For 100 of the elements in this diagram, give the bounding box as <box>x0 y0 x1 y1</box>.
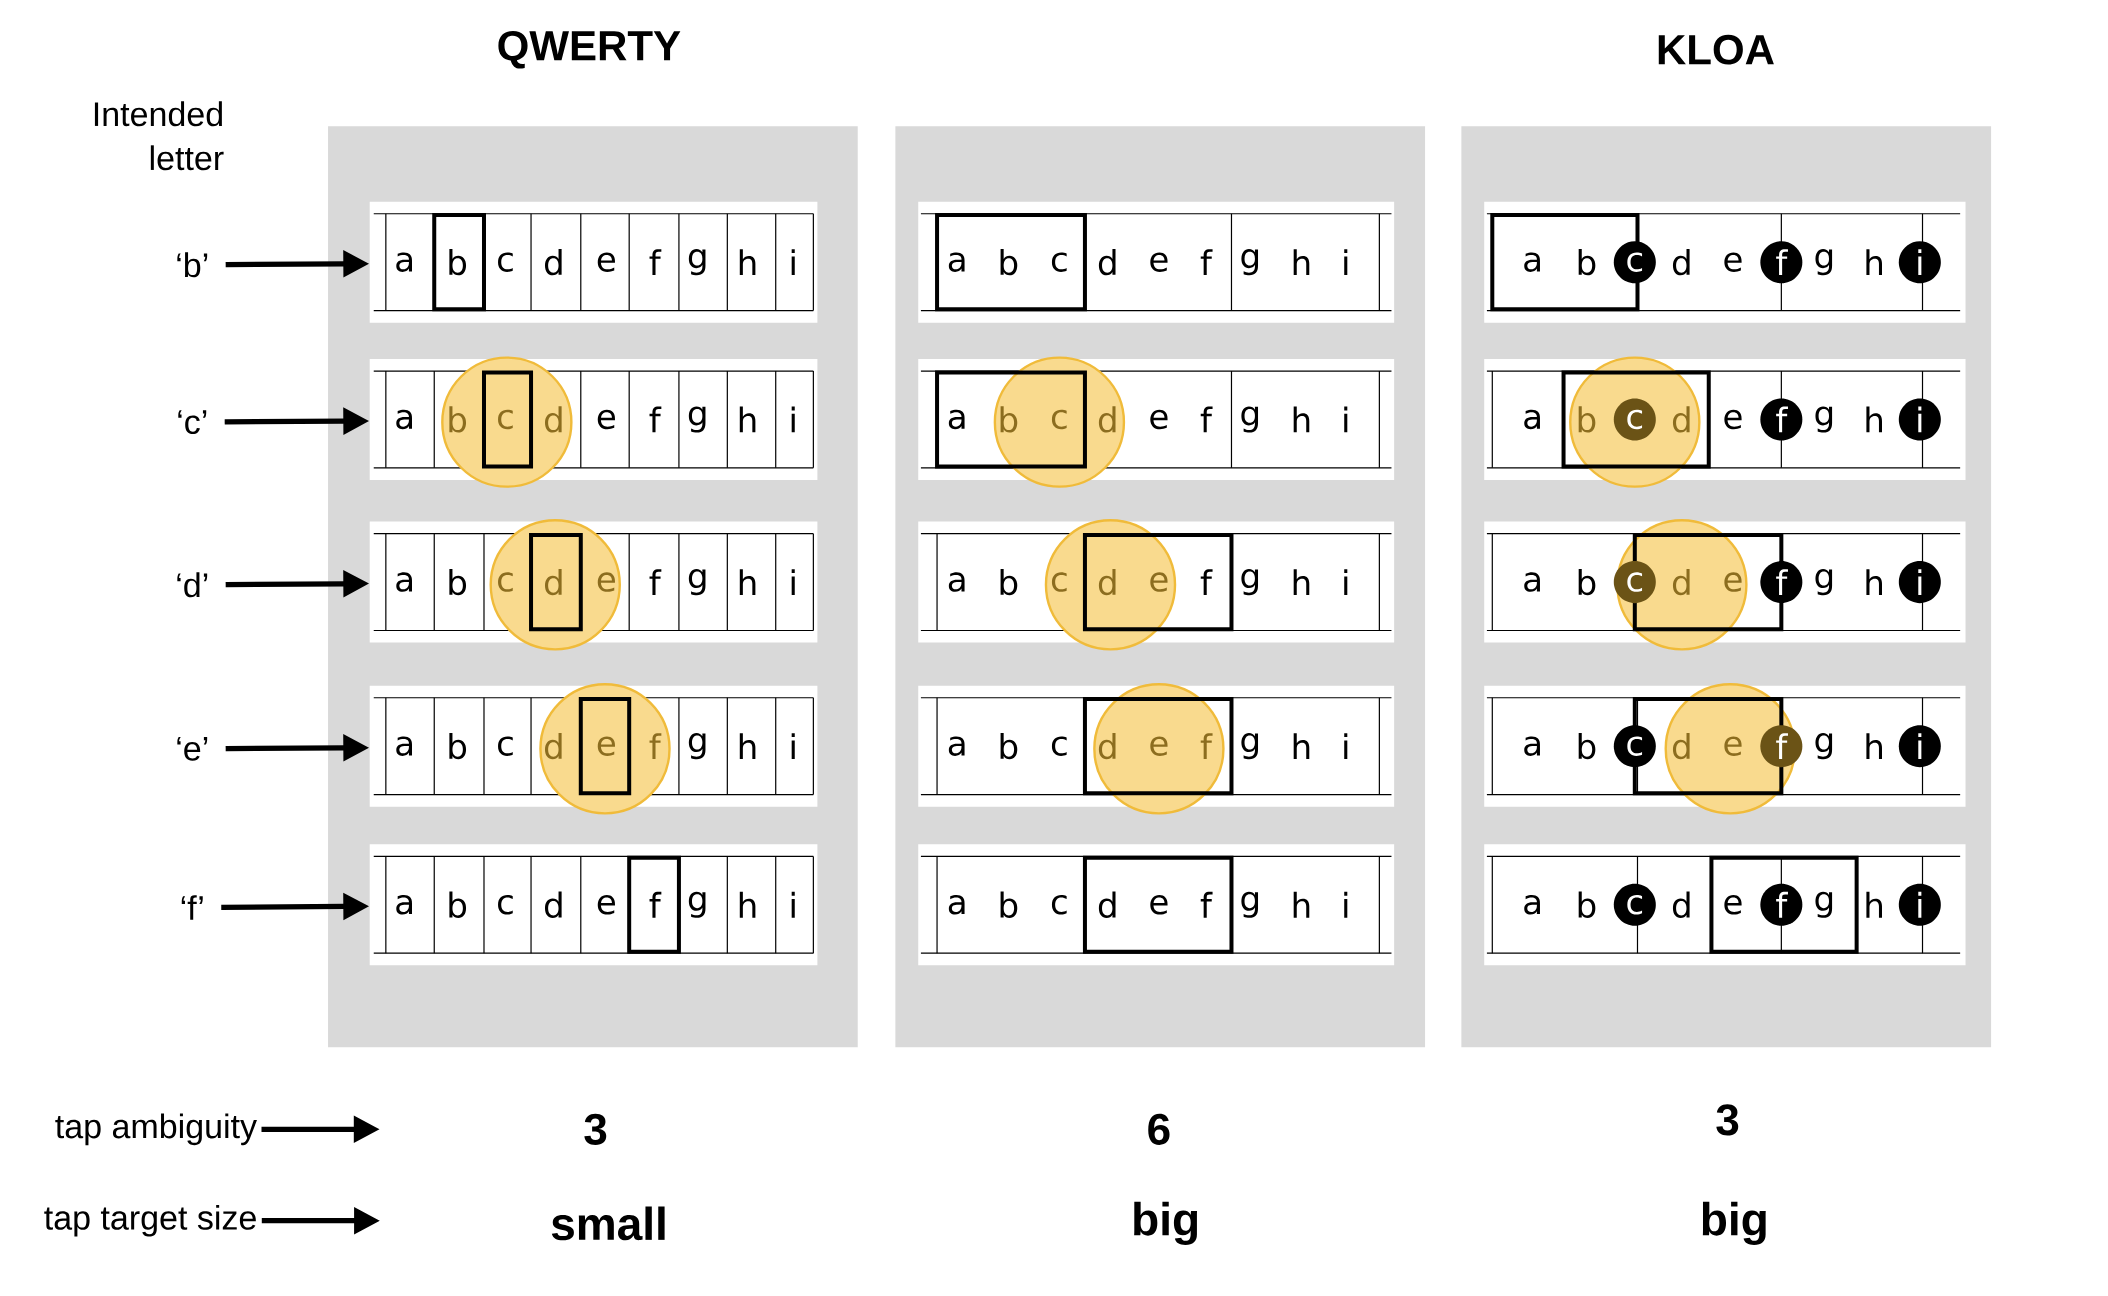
key-letter: a <box>396 736 412 756</box>
key-letter: d <box>545 249 562 276</box>
key-letter: f <box>1760 883 1803 926</box>
key-letter: g <box>1241 406 1258 433</box>
key-letter: c <box>1613 398 1656 441</box>
key-letter: d <box>1672 891 1690 918</box>
key-letter: a <box>1524 409 1540 430</box>
row-label: ‘b’ <box>177 252 208 278</box>
key-letter: a <box>948 252 965 272</box>
key-letter: d <box>1098 891 1116 918</box>
key-letter: g <box>1815 569 1833 596</box>
key-letter: d <box>545 568 562 596</box>
key-letter: e <box>1150 252 1168 272</box>
key-letter: h <box>739 891 756 918</box>
key-letter: g <box>688 249 706 276</box>
key-letter: c <box>1051 409 1067 430</box>
measure-label: tap ambiguity <box>55 1113 257 1146</box>
key-letter: b <box>1000 891 1018 918</box>
key-letter: f <box>1200 249 1213 276</box>
key-letter: c <box>498 409 513 430</box>
key-letter: h <box>1866 569 1882 596</box>
key-letter: c <box>1613 883 1656 926</box>
key-letter: d <box>1098 406 1116 433</box>
key-letter: c <box>1051 572 1067 592</box>
key-letter: e <box>1150 572 1168 592</box>
row-label: ‘d’ <box>177 572 208 598</box>
key-letter: h <box>739 249 756 276</box>
key-letter: i <box>791 569 795 596</box>
key-letter: f <box>649 569 662 596</box>
key-letter: g <box>688 569 706 596</box>
key-letter: g <box>688 891 706 918</box>
key-letter: b <box>1578 732 1596 760</box>
key-letter: a <box>1524 252 1540 272</box>
key-letter: b <box>1000 406 1018 433</box>
key-letter: e <box>1724 736 1742 756</box>
key-letter: a <box>396 895 412 915</box>
key-letter: f <box>649 249 662 276</box>
key-letter: d <box>1672 406 1690 433</box>
key-letter: f <box>1200 891 1213 918</box>
key-letter: i <box>1344 733 1348 760</box>
key-letter: g <box>688 406 706 433</box>
column-heading: QWERTY <box>498 30 681 69</box>
key-letter: b <box>449 249 467 276</box>
key-letter: a <box>948 409 965 430</box>
key-letter: f <box>1760 241 1803 284</box>
key-letter: g <box>1815 406 1833 433</box>
key-letter: d <box>1098 249 1116 276</box>
key-letter: g <box>1241 891 1258 918</box>
key-letter: f <box>1200 406 1213 433</box>
key-letter: f <box>1760 398 1803 441</box>
key-letter: a <box>948 572 965 592</box>
key-letter: e <box>1724 895 1742 915</box>
key-letter: h <box>1293 249 1310 276</box>
key-letter: b <box>1578 406 1596 433</box>
value-label: small <box>551 1206 665 1241</box>
key-letter: h <box>1866 249 1882 276</box>
key-letter: h <box>739 406 756 433</box>
key-letter: h <box>739 733 756 760</box>
key-letter: f <box>1760 725 1803 768</box>
key-letter: d <box>1672 249 1690 276</box>
key-letter: c <box>1613 241 1656 284</box>
key-letter: i <box>1344 569 1348 596</box>
value-label: 3 <box>584 1113 607 1145</box>
key-letter: d <box>545 891 562 918</box>
measure-label: tap target size <box>44 1204 256 1237</box>
key-letter: i <box>1898 398 1941 441</box>
key-letter: e <box>1150 895 1168 915</box>
key-letter: d <box>545 406 562 433</box>
key-letter: b <box>449 732 467 760</box>
key-letter: e <box>597 736 615 756</box>
key-letter: c <box>1613 561 1656 604</box>
key-letter: i <box>791 733 795 760</box>
key-letter: i <box>791 406 795 433</box>
key-letter: a <box>948 895 965 915</box>
key-letter: f <box>1760 561 1803 604</box>
key-letter: g <box>1241 733 1258 760</box>
value-label: 3 <box>1716 1104 1739 1136</box>
row-label: ‘f’ <box>181 895 203 920</box>
key-letter: i <box>1344 406 1348 433</box>
column-heading: KLOA <box>1658 34 1774 65</box>
key-letter: b <box>449 891 467 918</box>
key-letter: b <box>449 406 467 433</box>
key-letter: c <box>1051 736 1067 756</box>
key-letter: g <box>1815 249 1833 276</box>
key-letter: c <box>1051 252 1067 272</box>
key-letter: b <box>1578 891 1596 918</box>
key-letter: g <box>1815 891 1833 918</box>
key-letter: i <box>1344 249 1348 276</box>
key-letter: i <box>1344 891 1348 918</box>
key-letter: h <box>739 569 756 596</box>
key-letter: b <box>1578 249 1596 276</box>
key-letter: e <box>597 572 615 592</box>
key-letter: h <box>1866 733 1882 760</box>
key-letter: d <box>1098 732 1116 760</box>
key-letter: f <box>1200 733 1213 760</box>
key-letter: c <box>498 895 513 915</box>
key-letter: b <box>1000 249 1018 276</box>
key-letter: a <box>1524 736 1540 756</box>
key-letter: c <box>1051 895 1067 915</box>
key-letter: g <box>1241 569 1258 596</box>
